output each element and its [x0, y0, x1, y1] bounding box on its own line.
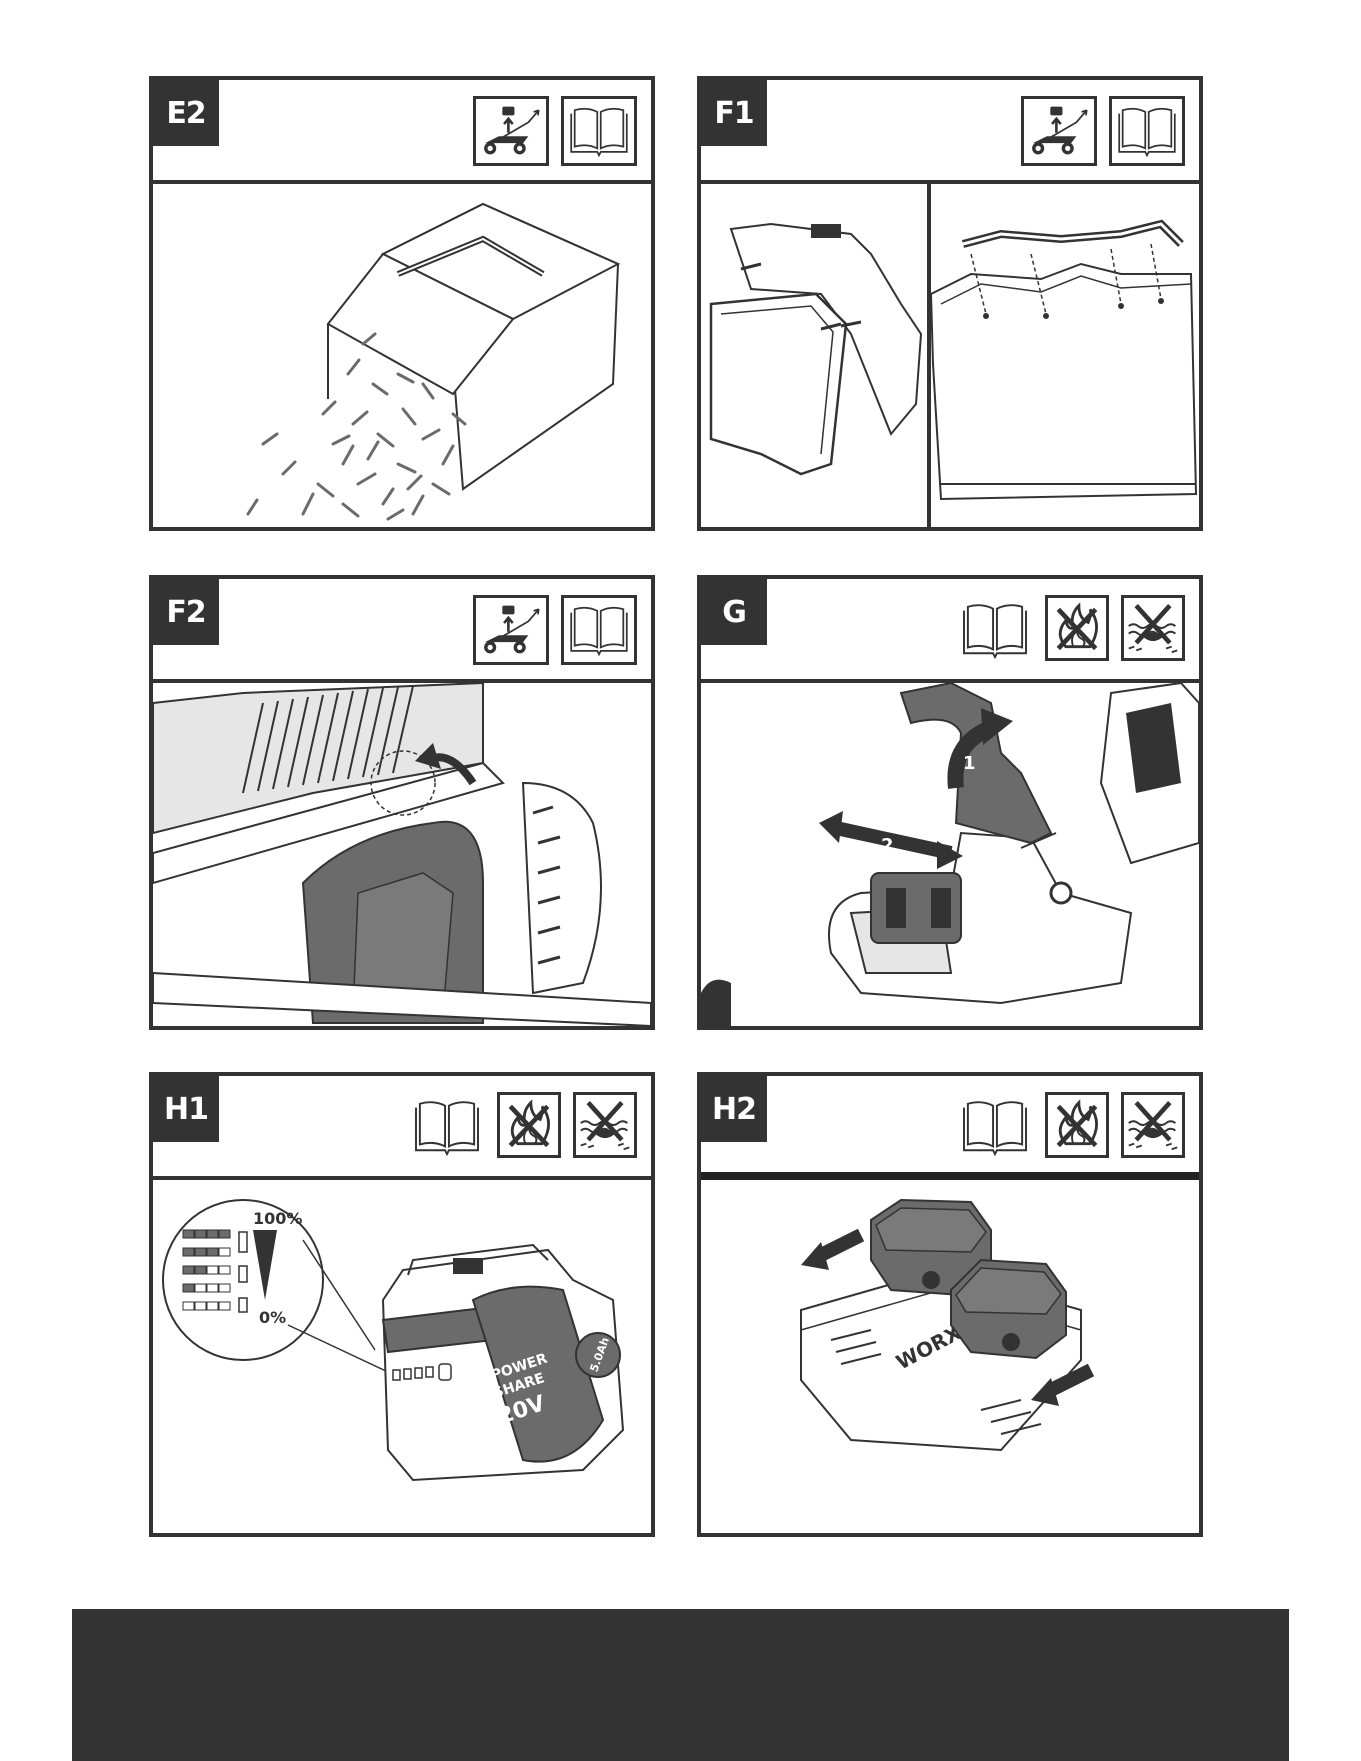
- panel-f1: F1: [697, 76, 1203, 531]
- illustration-battery-charge-indicator: 100% 0% POWER SHARE 20V 5.0Ah: [153, 1180, 651, 1533]
- panel-label: H1: [153, 1076, 219, 1142]
- panel-e2: E2: [149, 76, 655, 531]
- mower-remove-icon: [1021, 96, 1097, 166]
- icon-group: [957, 1092, 1185, 1162]
- step-2-label: 2: [881, 835, 894, 856]
- icon-group: [1021, 96, 1185, 166]
- no-fire-icon: [1045, 595, 1109, 661]
- icon-group: [473, 595, 637, 665]
- panel-label: E2: [153, 80, 219, 146]
- icon-group: [409, 1092, 637, 1162]
- icon-group: [473, 96, 637, 166]
- panel-g: G 1 2: [697, 575, 1203, 1030]
- panel-header: H1: [153, 1076, 651, 1180]
- mower-remove-icon: [473, 96, 549, 166]
- panel-header: G: [701, 579, 1199, 683]
- panel-label: H2: [701, 1076, 767, 1142]
- panel-label: G: [701, 579, 767, 645]
- manual-book-icon: [1109, 96, 1185, 166]
- panel-h2: H2 WORX: [697, 1072, 1203, 1537]
- panel-header: F2: [153, 579, 651, 683]
- full-charge-label: 100%: [253, 1209, 302, 1228]
- manual-book-icon: [409, 1092, 485, 1162]
- no-water-icon: [1121, 1092, 1185, 1158]
- illustration-remove-battery: 1 2: [701, 683, 1199, 1026]
- panel-label: F1: [701, 80, 767, 146]
- panel-header: H2: [701, 1076, 1199, 1180]
- panel-header: F1: [701, 80, 1199, 184]
- no-water-icon: [573, 1092, 637, 1158]
- manual-book-icon: [561, 595, 637, 665]
- footer-bar: [72, 1609, 1289, 1761]
- illustration-attach-grass-bag: [701, 184, 1199, 527]
- panel-header: E2: [153, 80, 651, 184]
- icon-group: [957, 595, 1185, 665]
- panel-h1: H1: [149, 1072, 655, 1537]
- step-1-label: 1: [963, 753, 976, 774]
- empty-charge-label: 0%: [259, 1308, 286, 1327]
- no-fire-icon: [1045, 1092, 1109, 1158]
- illustration-remove-batteries-from-charger: WORX: [701, 1180, 1199, 1533]
- panel-label: F2: [153, 579, 219, 645]
- no-fire-icon: [497, 1092, 561, 1158]
- illustration-hang-grass-bag: [153, 683, 651, 1026]
- manual-book-icon: [561, 96, 637, 166]
- manual-book-icon: [957, 1092, 1033, 1162]
- mower-remove-icon: [473, 595, 549, 665]
- manual-book-icon: [957, 595, 1033, 665]
- no-water-icon: [1121, 595, 1185, 661]
- panel-f2: F2: [149, 575, 655, 1030]
- illustration-empty-grass-bag: [153, 184, 651, 527]
